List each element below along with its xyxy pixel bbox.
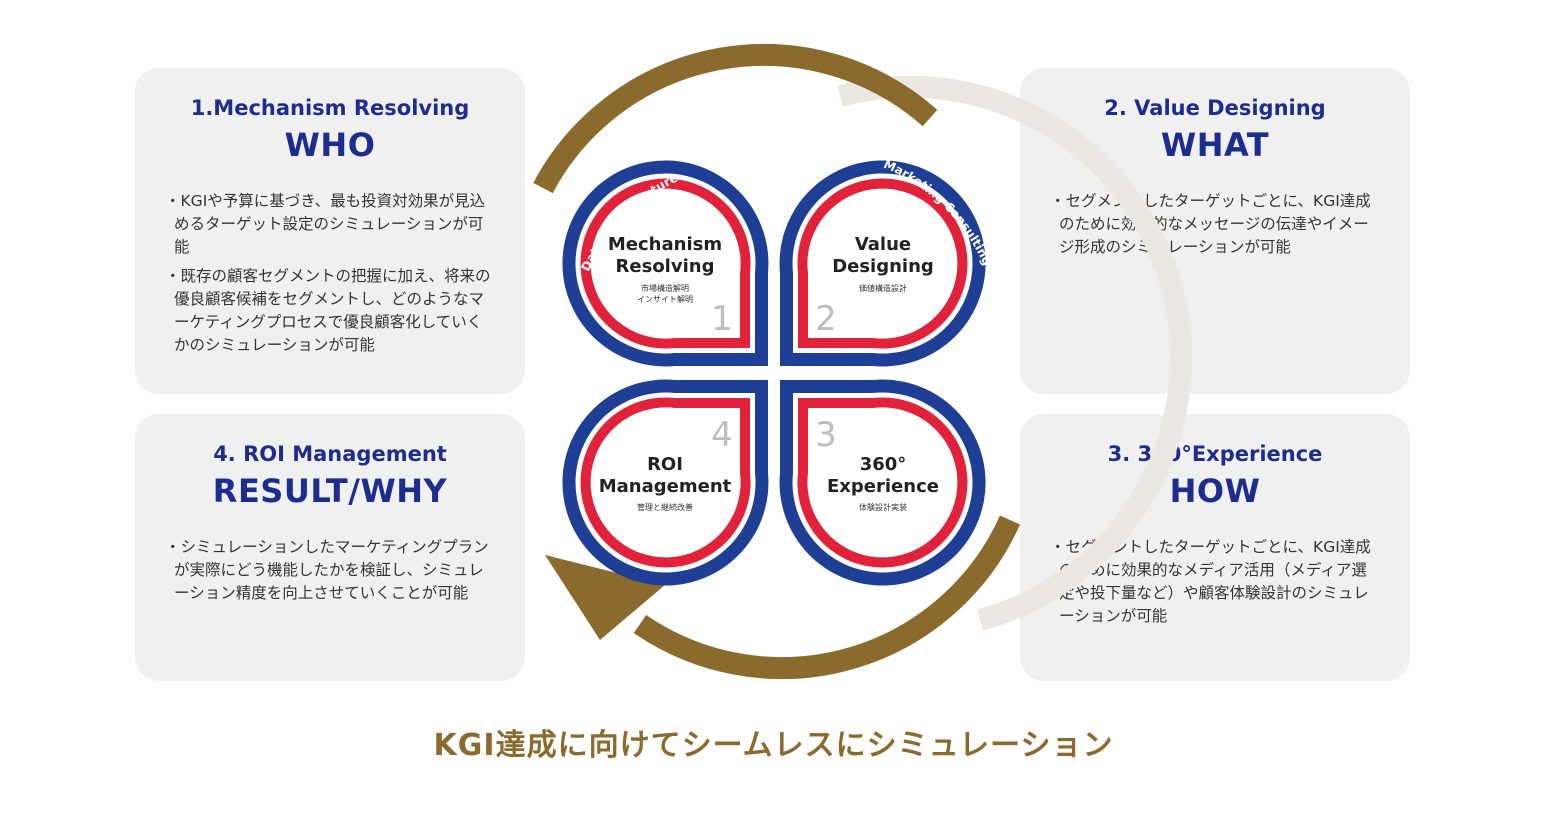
petal-4-line1: ROI — [647, 454, 683, 475]
petal-1-sub1: 市場構造解明 — [641, 283, 689, 293]
card-subtitle: WHO — [284, 126, 376, 164]
petal-1-sub2: インサイト解明 — [637, 294, 693, 304]
bullet-item: セグメントしたターゲットごとに、KGI達成のために効果的なメディア活用（メディア… — [1050, 536, 1380, 628]
petal-2-sub1: 価値構造設計 — [859, 283, 907, 293]
card-subtitle: WHAT — [1160, 126, 1270, 164]
bullet-item: KGIや予算に基づき、最も投資対効果が見込めるターゲット設定のシミュレーションが… — [165, 190, 495, 259]
card-subtitle: HOW — [1169, 472, 1261, 510]
bullet-item: シミュレーションしたマーケティングプランが実際にどう機能したかを検証し、シミュレ… — [165, 536, 495, 605]
petal-3-sub1: 体験設計実装 — [859, 502, 907, 512]
petal-3-line1: 360° — [860, 454, 907, 475]
card-subtitle: RESULT/WHY — [212, 472, 448, 510]
petal-4 — [562, 379, 769, 586]
card-360-experience: 3. 360°Experience HOW セグメントしたターゲットごとに、KG… — [1020, 414, 1410, 681]
card-title: 1.Mechanism Resolving — [190, 96, 470, 120]
card-value-designing: 2. Value Designing WHAT セグメントしたターゲットごとに、… — [1020, 68, 1410, 394]
bullet-list: KGIや予算に基づき、最も投資対効果が見込めるターゲット設定のシミュレーションが… — [165, 190, 495, 357]
cycle-arrow-bottom — [633, 515, 1021, 680]
petal-3-number: 3 — [815, 415, 837, 455]
petal-4-number: 4 — [711, 415, 733, 455]
petal-1 — [562, 160, 769, 367]
bullet-list: シミュレーションしたマーケティングプランが実際にどう機能したかを検証し、シミュレ… — [165, 536, 495, 605]
footer-caption: KGI達成に向けてシームレスにシミュレーション — [433, 728, 1114, 763]
petal-2-line2: Designing — [832, 256, 934, 277]
cycle-arrow-light — [837, 75, 1193, 631]
card-roi-management: 4. ROI Management RESULT/WHY シミュレーションしたマ… — [135, 414, 525, 681]
card-title: 2. Value Designing — [1104, 96, 1326, 120]
petal-1-line2: Resolving — [616, 256, 715, 277]
petal-2-line1: Value — [855, 234, 911, 255]
petal-4-line2: Management — [599, 476, 732, 497]
card-mechanism-resolving: 1.Mechanism Resolving WHO KGIや予算に基づき、最も投… — [135, 68, 525, 394]
petal-2 — [779, 160, 986, 367]
petal-3 — [779, 379, 986, 586]
cycle-arrow-top — [533, 43, 938, 194]
card-title: 4. ROI Management — [213, 442, 447, 466]
bullet-item: 既存の顧客セグメントの把握に加え、将来の優良顧客候補をセグメントし、どのようなマ… — [165, 265, 495, 357]
petal-2-number: 2 — [815, 299, 837, 339]
petal-1-line1: Mechanism — [608, 234, 722, 255]
petal-3-line2: Experience — [827, 476, 939, 497]
petal-1-number: 1 — [711, 299, 733, 339]
petal-4-sub1: 管理と継続改善 — [637, 502, 693, 512]
arrowhead-icon — [545, 555, 665, 640]
bullet-list: セグメントしたターゲットごとに、KGI達成のために効果的なメディア活用（メディア… — [1050, 536, 1380, 628]
card-title: 3. 360°Experience — [1107, 442, 1323, 466]
